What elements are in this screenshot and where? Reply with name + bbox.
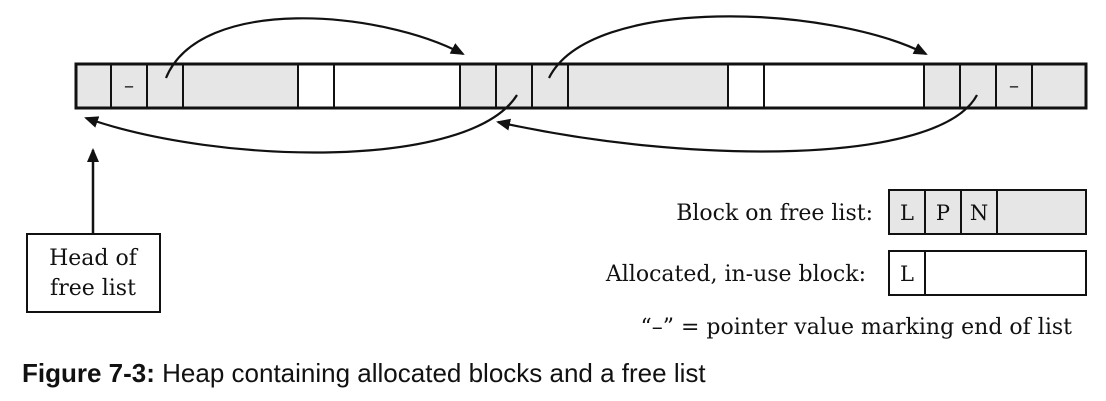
head-label-line1: Head of <box>49 246 139 271</box>
figure-caption: Figure 7-3: Heap containing allocated bl… <box>22 358 706 389</box>
free-block-3 <box>923 63 1087 109</box>
legend-free-field-N: N <box>970 201 988 225</box>
legend-free-label: Block on free list: <box>676 201 873 226</box>
allocated-block-2 <box>727 63 925 109</box>
free-block-1 <box>75 63 299 109</box>
allocated-block-1 <box>297 63 461 109</box>
legend-free-field-L: L <box>900 201 914 225</box>
figure-caption-text: Heap containing allocated blocks and a f… <box>154 358 706 388</box>
prev-pointer-arrow-2 <box>496 94 978 153</box>
head-of-free-list-box <box>26 233 161 313</box>
head-label-line2: free list <box>50 276 136 301</box>
legend-free-block <box>888 189 1087 235</box>
legend-allocated-field-L: L <box>900 262 914 286</box>
next-pointer-arrow-1 <box>164 17 465 79</box>
figure-number: Figure 7-3: <box>22 358 155 388</box>
prev-pointer-arrow-1 <box>84 94 518 154</box>
legend-allocated-block <box>888 250 1087 296</box>
legend-note: “–” = pointer value marking end of list <box>640 315 1072 340</box>
heap-strip <box>74 62 1088 110</box>
free-block-2 <box>459 63 729 109</box>
legend-free-field-P: P <box>936 201 950 225</box>
next-pointer-arrow-2 <box>548 15 928 79</box>
next-end-marker: – <box>1009 73 1019 97</box>
prev-end-marker: – <box>124 73 134 97</box>
legend-allocated-label: Allocated, in-use block: <box>605 262 866 287</box>
